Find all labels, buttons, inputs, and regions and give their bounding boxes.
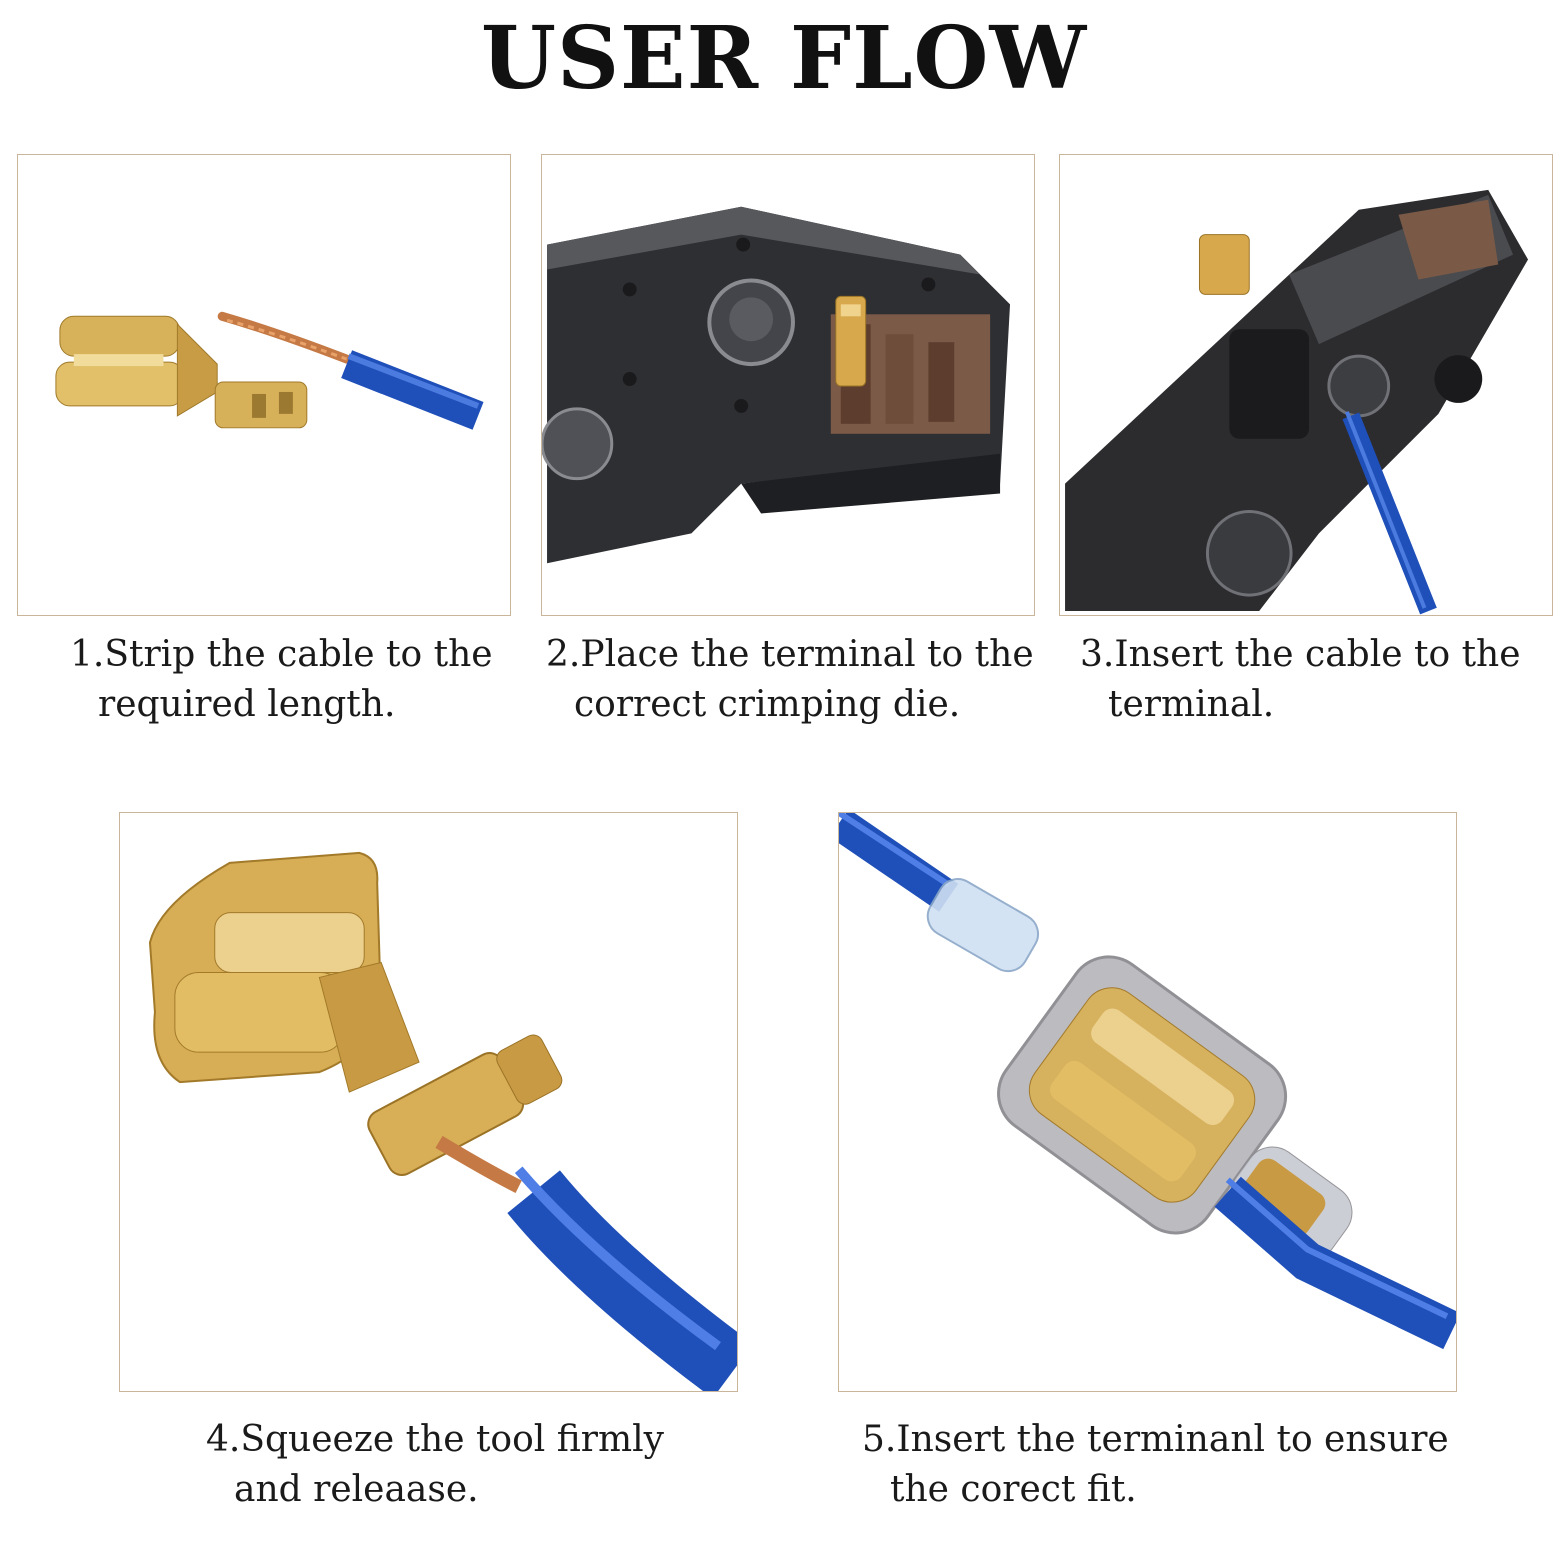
step-5-image (838, 812, 1457, 1392)
step-1-caption-line1: 1.Strip the cable to the (70, 634, 493, 675)
stripped-cable-and-terminal-illustration (55, 311, 484, 430)
insulated-terminal-illustration (839, 813, 1456, 1350)
crimped-terminal-illustration (148, 851, 737, 1391)
page-title: USER FLOW (480, 8, 1088, 109)
step-1-caption: 1.Strip the cable to the required length… (70, 630, 493, 730)
step-2-image (541, 154, 1035, 616)
cable-in-crimper-illustration (1065, 189, 1529, 615)
step-1-caption-line2: required length. (98, 684, 396, 725)
step-5-caption-line2: the corect fit. (890, 1469, 1137, 1510)
step-4-caption-line1: 4.Squeeze the tool firmly (206, 1419, 664, 1460)
step-3-image (1059, 154, 1553, 616)
step-3-caption-line1: 3.Insert the cable to the (1080, 634, 1521, 675)
step-2-caption-line2: correct crimping die. (574, 684, 961, 725)
step-4-caption: 4.Squeeze the tool firmly and releaase. (206, 1415, 664, 1515)
step-3-caption: 3.Insert the cable to the terminal. (1080, 630, 1521, 730)
crimping-tool-die-illustration (542, 206, 1011, 564)
step-2-caption: 2.Place the terminal to the correct crim… (546, 630, 1034, 730)
step-5-caption: 5.Insert the terminanl to ensure the cor… (862, 1415, 1449, 1515)
step-3-caption-line2: terminal. (1108, 684, 1275, 725)
step-4-caption-line2: and releaase. (234, 1469, 479, 1510)
step-2-caption-line1: 2.Place the terminal to the (546, 634, 1034, 675)
step-4-image (119, 812, 738, 1392)
step-5-caption-line1: 5.Insert the terminanl to ensure (862, 1419, 1449, 1460)
step-1-image (17, 154, 511, 616)
